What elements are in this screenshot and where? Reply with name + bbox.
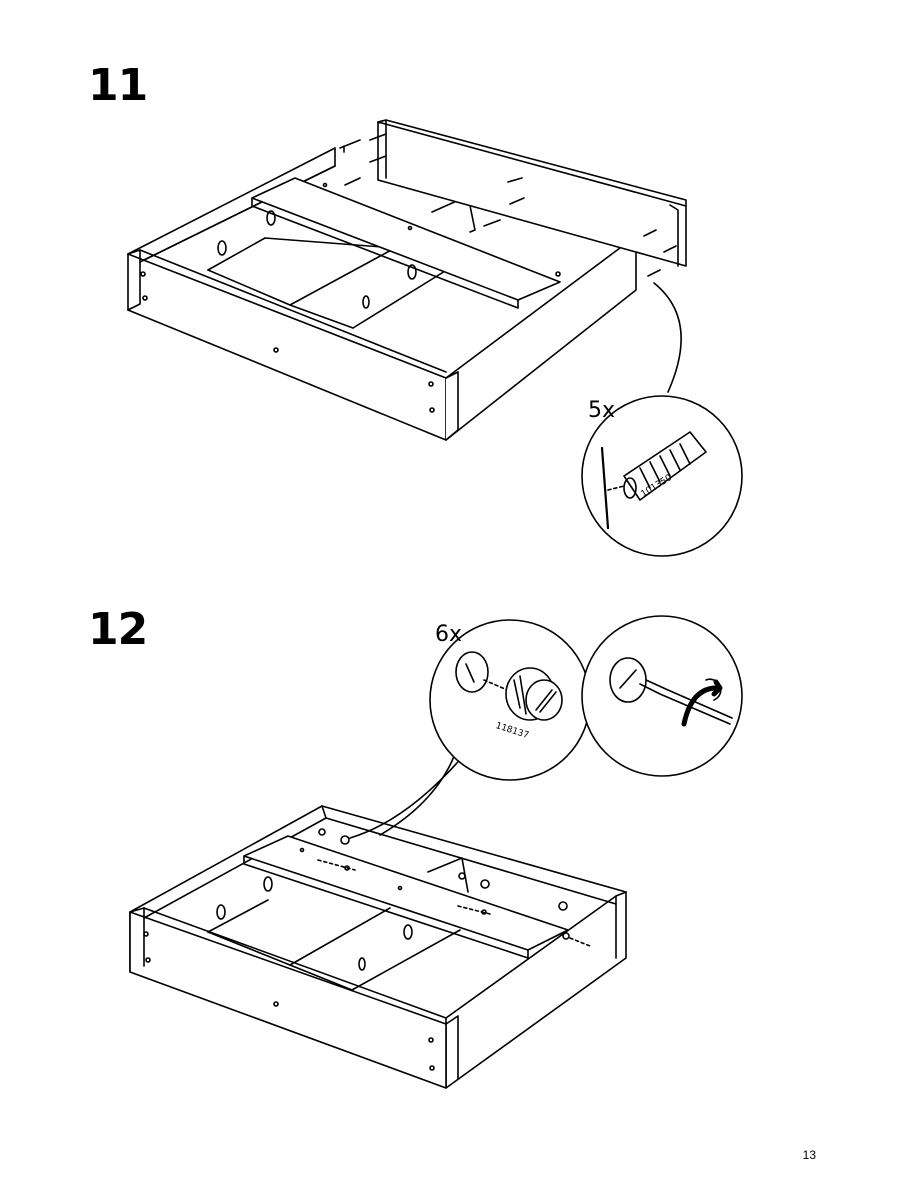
step-12-number: 12: [88, 604, 148, 655]
step-12-drawer-frame: [130, 806, 626, 1088]
step-11-quantity: 5x: [588, 398, 616, 423]
step-12-screwdriver-detail: [582, 616, 742, 776]
step-11-dowels: [340, 134, 676, 276]
page-number: 13: [802, 1148, 816, 1162]
step-11-back-panel: [378, 120, 686, 266]
step-12-quantity: 6x: [435, 622, 463, 647]
step-12-leader-curve: [350, 748, 470, 838]
step-11-leader-curve: [654, 283, 681, 392]
step-11-drawer-frame: [128, 148, 636, 440]
step-11-number: 11: [88, 60, 148, 111]
step-11-dowel-detail: [582, 396, 742, 556]
